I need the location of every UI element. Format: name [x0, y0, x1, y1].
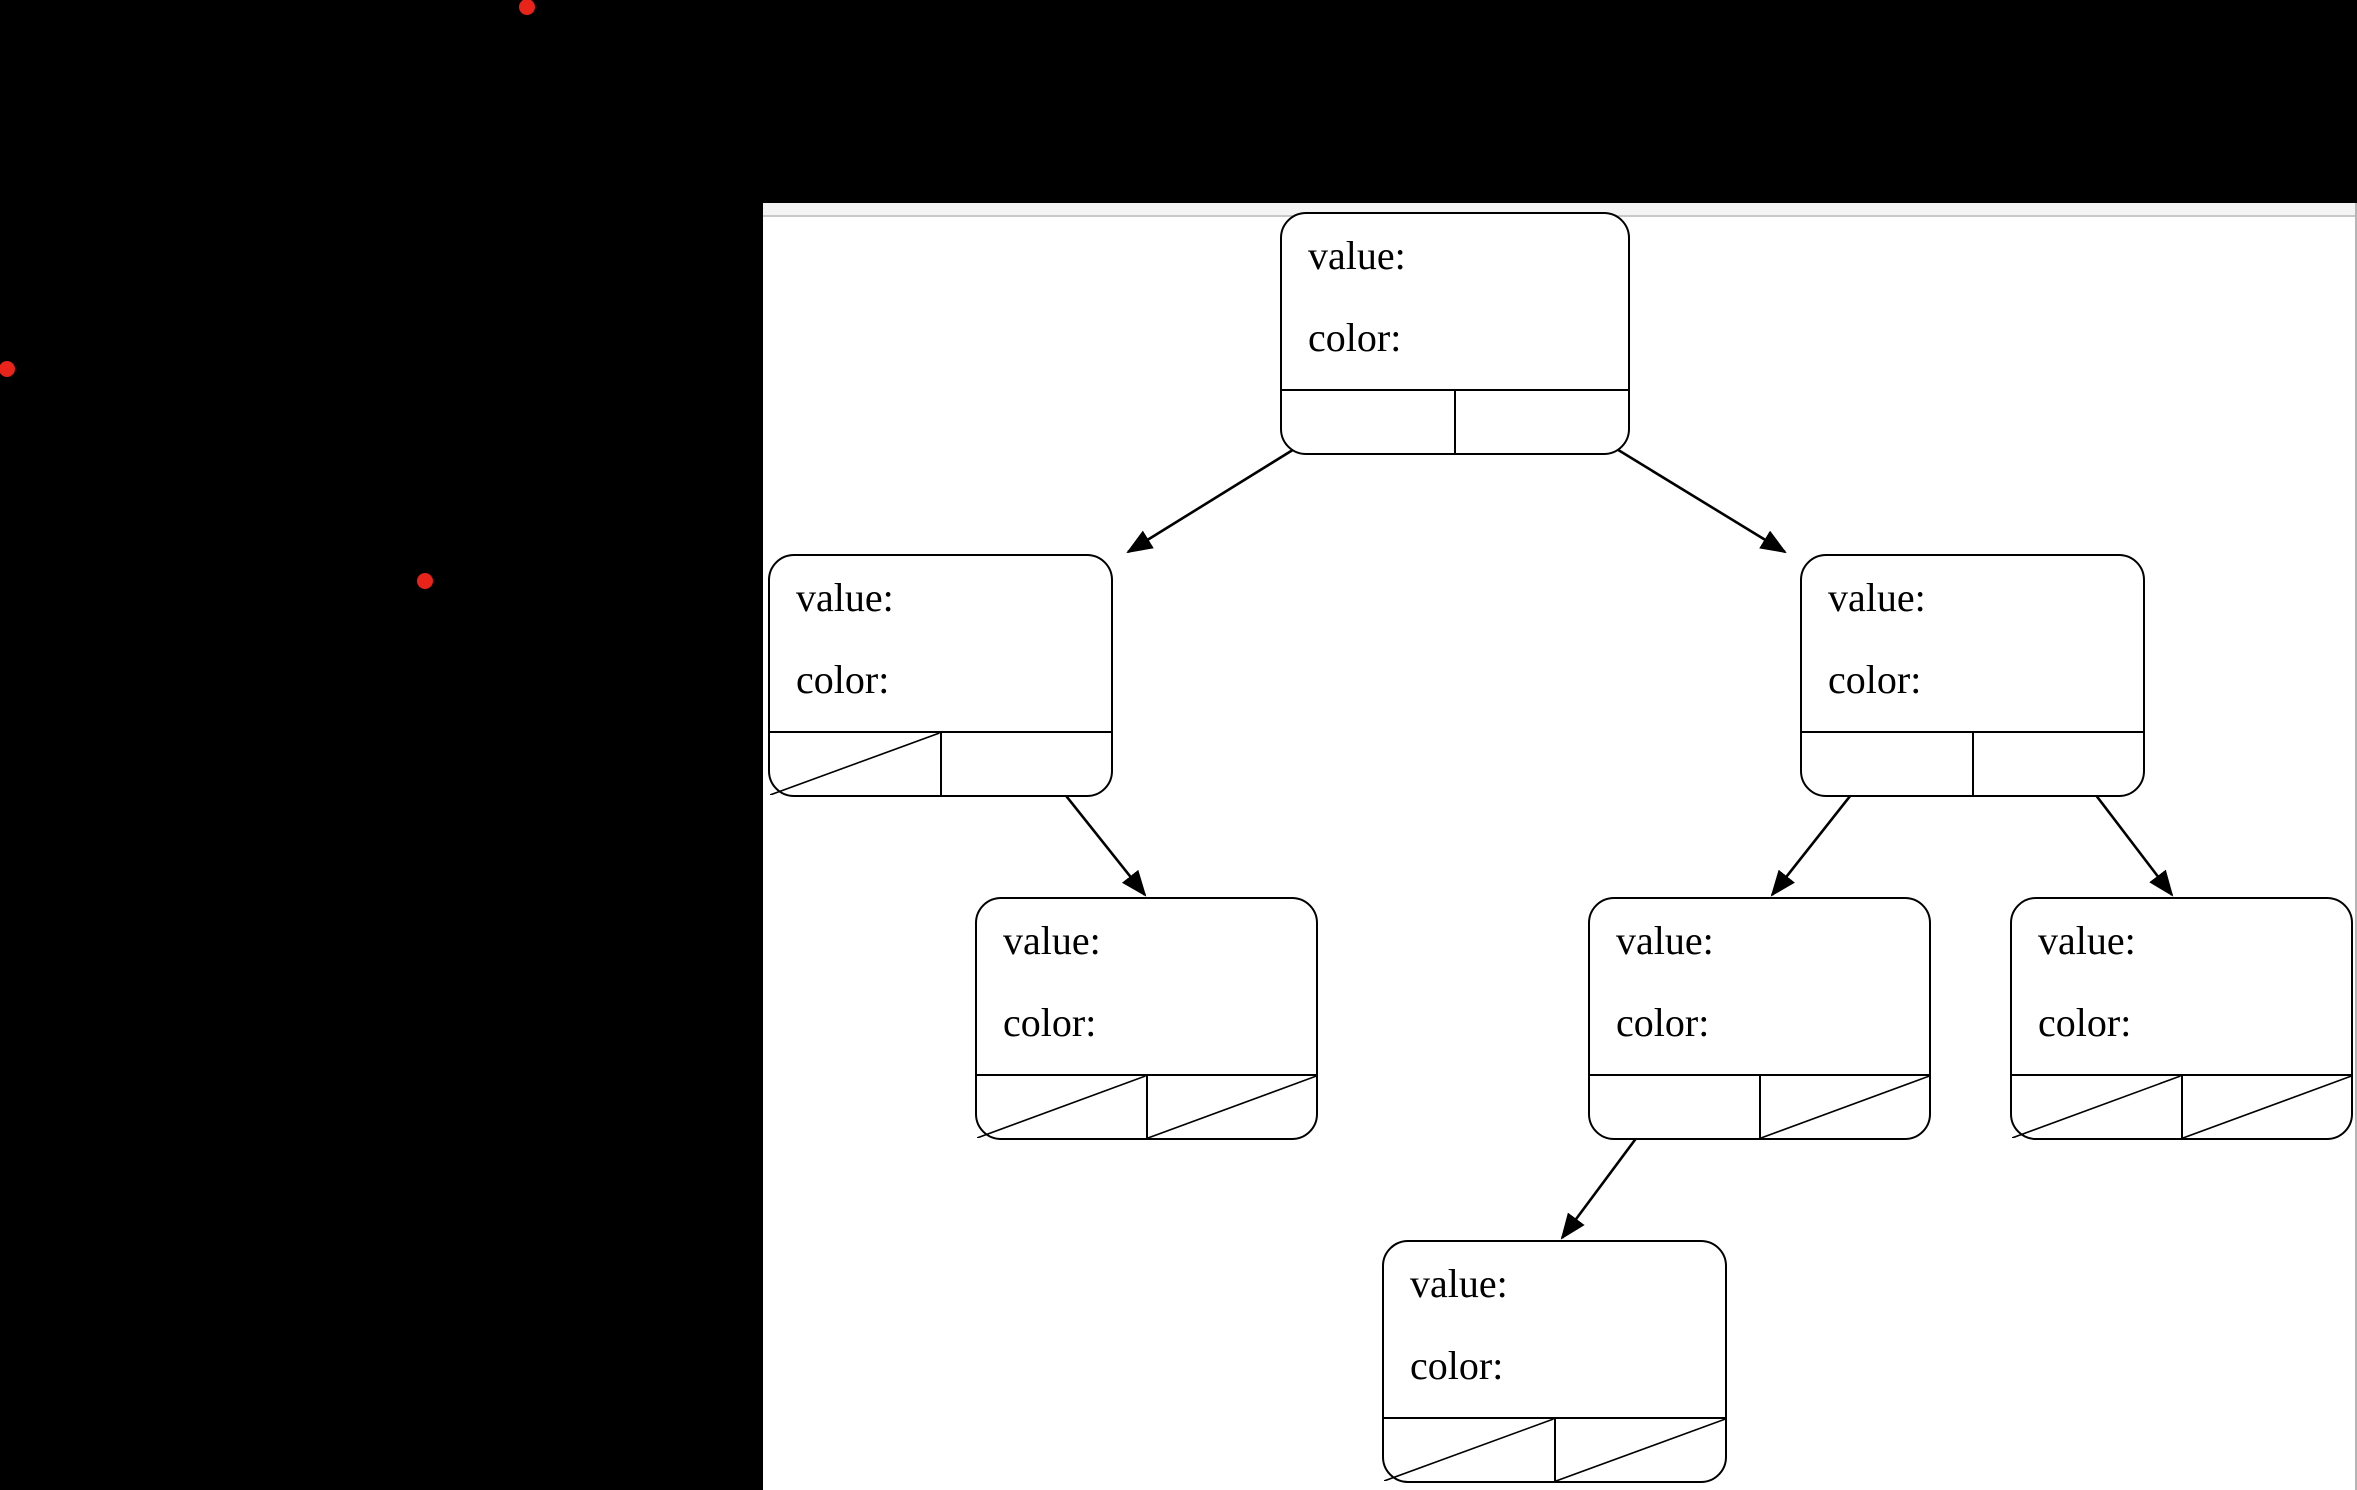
null-pointer-slash-icon [2012, 1076, 2181, 1138]
node-right-pointer-cell[interactable] [1556, 1419, 1726, 1481]
node-left-pointer-cell[interactable] [2012, 1076, 2183, 1138]
node-fields: value: color: [1590, 899, 1929, 1043]
node-color-label: color: [1828, 657, 1922, 702]
node-pointer-row [770, 731, 1111, 795]
node-right-pointer-cell[interactable] [1456, 391, 1628, 453]
tree-node-right-child[interactable]: value: color: [1800, 554, 2145, 797]
node-value-label: value: [1308, 233, 1406, 278]
node-left-pointer-cell[interactable] [1282, 391, 1456, 453]
node-left-pointer-cell[interactable] [1590, 1076, 1761, 1138]
marker-dot-left [0, 361, 15, 377]
node-value-label: value: [1003, 918, 1101, 963]
null-pointer-slash-icon [2183, 1076, 2352, 1138]
node-fields: value: color: [770, 556, 1111, 700]
node-color-label: color: [796, 657, 890, 702]
null-pointer-slash-icon [770, 733, 940, 795]
node-value-label: value: [796, 575, 894, 620]
node-right-pointer-cell[interactable] [1974, 733, 2144, 795]
node-color-label: color: [1616, 1000, 1710, 1045]
node-right-pointer-cell[interactable] [2183, 1076, 2352, 1138]
tree-node-deepest[interactable]: value: color: [1382, 1240, 1727, 1483]
node-pointer-row [1590, 1074, 1929, 1138]
node-color-label: color: [1308, 315, 1402, 360]
node-color-label: color: [2038, 1000, 2132, 1045]
node-value-label: value: [1616, 918, 1714, 963]
node-right-pointer-cell[interactable] [1761, 1076, 1930, 1138]
node-value-label: value: [1410, 1261, 1508, 1306]
node-pointer-row [977, 1074, 1316, 1138]
tree-node-root[interactable]: value: color: [1280, 212, 1630, 455]
node-left-pointer-cell[interactable] [1802, 733, 1974, 795]
node-fields: value: color: [1802, 556, 2143, 700]
node-value-label: value: [2038, 918, 2136, 963]
node-right-pointer-cell[interactable] [942, 733, 1112, 795]
null-pointer-slash-icon [1556, 1419, 1726, 1481]
diagram-canvas-panel[interactable]: value:color:value:color:value:color:valu… [763, 203, 2357, 1490]
tree-node-right-right-grandchild[interactable]: value: color: [2010, 897, 2353, 1140]
node-color-label: color: [1003, 1000, 1097, 1045]
node-left-pointer-cell[interactable] [770, 733, 942, 795]
null-pointer-slash-icon [1148, 1076, 1317, 1138]
tree-node-right-left-grandchild[interactable]: value: color: [1588, 897, 1931, 1140]
node-pointer-row [1802, 731, 2143, 795]
node-fields: value: color: [1384, 1242, 1725, 1386]
node-pointer-row [1282, 389, 1628, 453]
marker-dot-top [519, 0, 535, 15]
node-pointer-row [1384, 1417, 1725, 1481]
tree-node-left-child[interactable]: value: color: [768, 554, 1113, 797]
null-pointer-slash-icon [977, 1076, 1146, 1138]
null-pointer-slash-icon [1761, 1076, 1930, 1138]
node-left-pointer-cell[interactable] [1384, 1419, 1556, 1481]
node-pointer-row [2012, 1074, 2351, 1138]
tree-node-left-right-grandchild[interactable]: value: color: [975, 897, 1318, 1140]
node-fields: value: color: [977, 899, 1316, 1043]
node-value-label: value: [1828, 575, 1926, 620]
node-left-pointer-cell[interactable] [977, 1076, 1148, 1138]
node-color-label: color: [1410, 1343, 1504, 1388]
node-fields: value: color: [1282, 214, 1628, 358]
node-fields: value: color: [2012, 899, 2351, 1043]
marker-dot-middle [417, 573, 433, 589]
node-right-pointer-cell[interactable] [1148, 1076, 1317, 1138]
null-pointer-slash-icon [1384, 1419, 1554, 1481]
